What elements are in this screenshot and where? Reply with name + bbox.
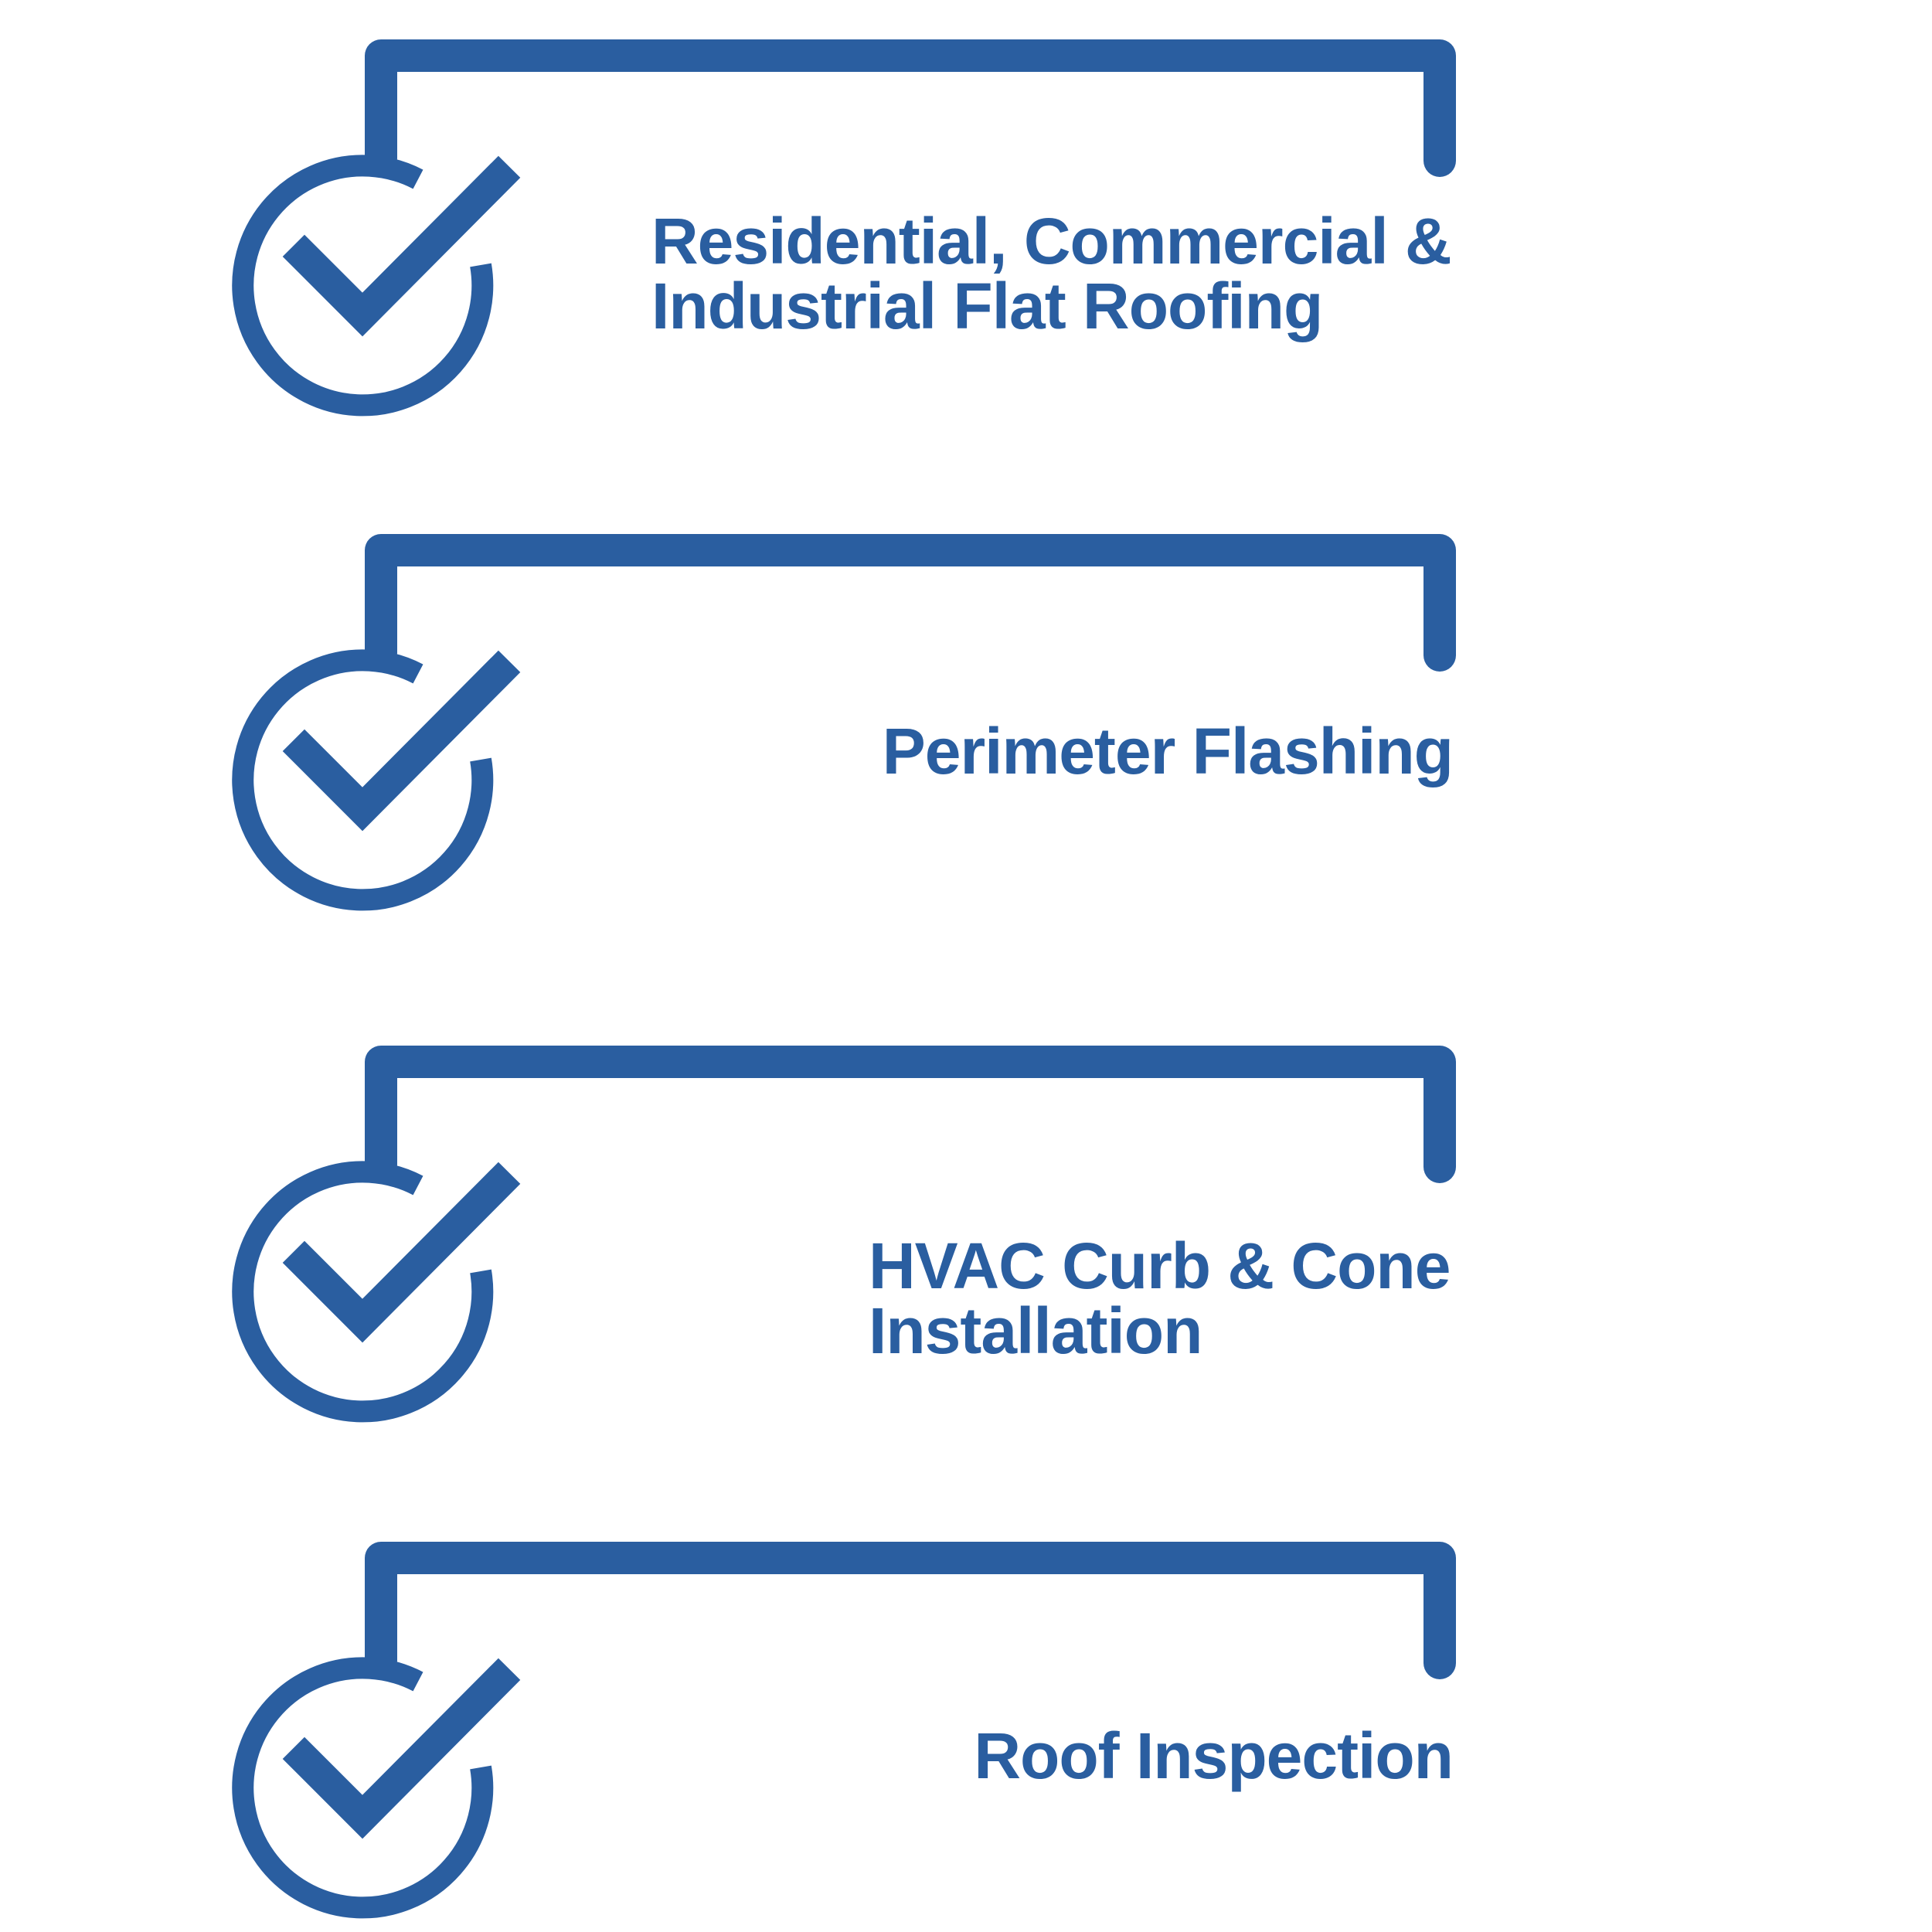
item-graphic (232, 1542, 1456, 1919)
check-circle-icon (232, 1161, 521, 1423)
checklist-item: Residential, Commercial & Industrial Fla… (0, 0, 1932, 464)
check-circle-icon (232, 649, 521, 911)
item-graphic (232, 534, 1456, 911)
item-label-line: Installation (869, 1294, 1202, 1367)
item-graphic (232, 1046, 1456, 1423)
item-label: Residential, Commercial & Industrial Fla… (651, 209, 1656, 338)
checklist-item: Perimeter Flashing (0, 495, 1932, 958)
checklist-item: HVAC Curb & Cone Installation (0, 1006, 1932, 1470)
check-circle-icon (232, 1657, 521, 1919)
item-label-line: Roof Inspection (974, 1719, 1454, 1792)
checklist-item: Roof Inspection (0, 1502, 1932, 1932)
bracket-frame (365, 39, 1456, 177)
check-circle-icon (232, 155, 521, 417)
item-label-line: Industrial Flat Roofing (651, 270, 1323, 342)
item-label-line: HVAC Curb & Cone (869, 1230, 1451, 1302)
item-label-line: Perimeter Flashing (882, 715, 1454, 787)
item-label: HVAC Curb & Cone Installation (869, 1233, 1464, 1363)
bracket-frame (365, 1542, 1456, 1679)
item-graphic (232, 39, 1456, 417)
bracket-frame (365, 1046, 1456, 1183)
item-label: Roof Inspection (448, 1719, 1454, 1792)
item-label: Perimeter Flashing (448, 715, 1454, 787)
item-label-line: Residential, Commercial & (651, 205, 1452, 277)
bracket-frame (365, 534, 1456, 672)
